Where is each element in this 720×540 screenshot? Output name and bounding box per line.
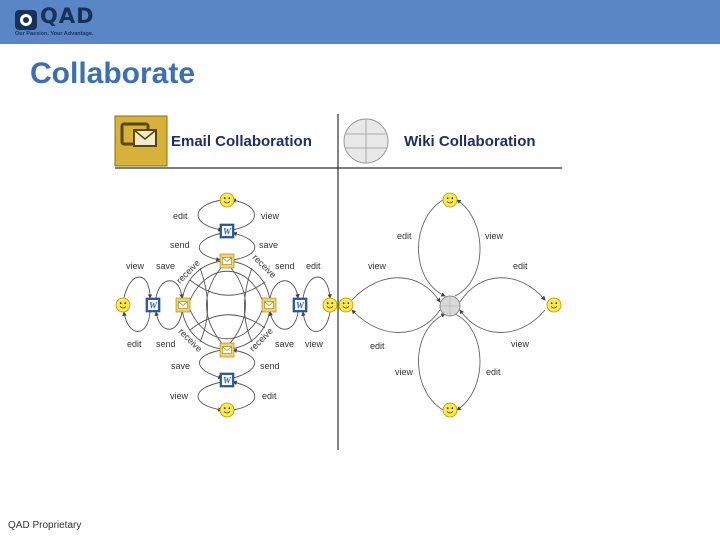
word-document-icon: [219, 223, 235, 239]
wiki-labels: edit view view edit edit view view edit: [368, 231, 530, 377]
qad-logo: QAD Our Passion. Your Advantage.: [12, 4, 108, 39]
footer-proprietary: QAD Proprietary: [8, 520, 82, 531]
wiki-flow: [351, 199, 546, 411]
label-view: view: [395, 367, 414, 377]
label-receive: receive: [247, 326, 275, 354]
user-smiley-icon: [219, 192, 235, 208]
label-edit: edit: [127, 339, 142, 349]
email-collab-header: Email Collaboration: [114, 115, 312, 167]
brand-tagline: Our Passion. Your Advantage.: [15, 31, 94, 37]
user-smiley-icon: [546, 297, 562, 313]
label-save: save: [259, 240, 278, 250]
word-document-icon: [292, 297, 308, 313]
label-edit: edit: [397, 231, 412, 241]
label-send: send: [275, 261, 295, 271]
qad-logo-icon: [15, 10, 37, 30]
wiki-collab-title: Wiki Collaboration: [404, 133, 536, 150]
label-send: send: [156, 339, 176, 349]
label-edit: edit: [370, 341, 385, 351]
outlook-icon: [120, 122, 157, 147]
label-view: view: [261, 211, 280, 221]
mail-icon: [261, 297, 277, 313]
wiki-globe-icon: [439, 295, 461, 317]
label-view: view: [126, 261, 145, 271]
wiki-nodes: [338, 192, 562, 418]
label-view: view: [368, 261, 387, 271]
page-title: Collaborate: [30, 57, 196, 90]
mail-icon: [175, 297, 191, 313]
mail-icon: [219, 342, 235, 358]
user-smiley-icon: [322, 297, 338, 313]
label-view: view: [485, 231, 504, 241]
label-send: send: [260, 361, 280, 371]
label-save: save: [275, 339, 294, 349]
email-collab-title: Email Collaboration: [171, 133, 312, 150]
word-document-icon: [219, 372, 235, 388]
user-smiley-icon: [219, 402, 235, 418]
wiki-collab-header: Wiki Collaboration: [343, 118, 536, 164]
label-edit: edit: [306, 261, 321, 271]
label-edit: edit: [513, 261, 528, 271]
label-save: save: [171, 361, 190, 371]
header-bar: QAD Our Passion. Your Advantage.: [0, 0, 720, 44]
label-edit: edit: [262, 391, 277, 401]
user-smiley-icon: [115, 297, 131, 313]
user-smiley-icon: [442, 402, 458, 418]
user-smiley-icon: [442, 192, 458, 208]
label-edit: edit: [486, 367, 501, 377]
label-send: send: [170, 240, 190, 250]
mail-icon: [219, 253, 235, 269]
label-view: view: [511, 339, 530, 349]
word-document-icon: [145, 297, 161, 313]
user-smiley-icon: [338, 297, 354, 313]
label-save: save: [156, 261, 175, 271]
email-nodes: [115, 192, 338, 418]
brand-name: QAD: [40, 4, 95, 28]
label-view: view: [305, 339, 324, 349]
label-edit: edit: [173, 211, 188, 221]
label-view: view: [170, 391, 189, 401]
